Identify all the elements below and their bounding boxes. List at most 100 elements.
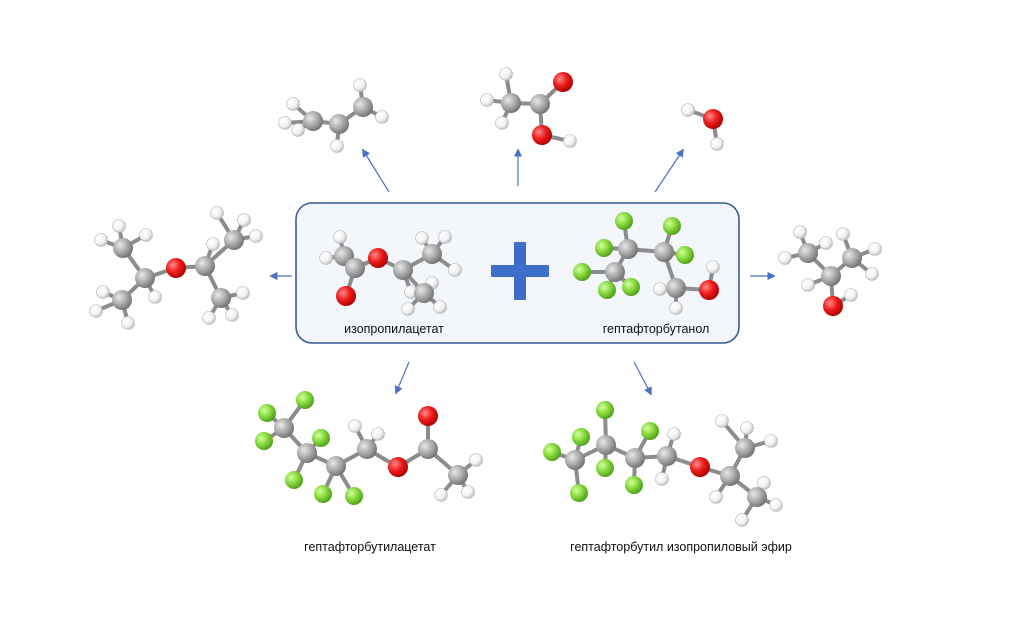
hydrogen-atom <box>706 260 720 274</box>
hydrogen-atom <box>237 213 251 227</box>
hydrogen-atom <box>495 116 509 130</box>
arrow-to-heptafluorobutyl-isopropyl-ether <box>633 361 652 396</box>
hydrogen-atom <box>319 251 333 265</box>
carbon-atom <box>501 93 521 113</box>
reaction-arrows <box>269 148 776 396</box>
hydrogen-atom <box>499 67 513 81</box>
fluorine-atom <box>622 278 640 296</box>
carbon-atom <box>666 278 686 298</box>
carbon-atom <box>357 439 377 459</box>
propene-molecule <box>278 78 389 153</box>
fluorine-atom <box>676 246 694 264</box>
fluorine-atom <box>543 443 561 461</box>
product-bottom-left-label: гептафторбутилацетат <box>304 540 436 554</box>
carbon-atom <box>329 114 349 134</box>
hydrogen-atom <box>333 230 347 244</box>
carbon-atom <box>625 448 645 468</box>
fluorine-atom <box>285 471 303 489</box>
hydrogen-atom <box>793 225 807 239</box>
carbon-atom <box>135 268 155 288</box>
oxygen-atom <box>553 72 573 92</box>
hydrogen-atom <box>401 302 415 316</box>
reactant-1-label: изопропилацетат <box>344 322 444 336</box>
carbon-atom <box>274 418 294 438</box>
carbon-atom <box>605 262 625 282</box>
fluorine-atom <box>663 217 681 235</box>
carbon-atom <box>422 244 442 264</box>
fluorine-atom <box>255 432 273 450</box>
diisopropyl-ether-molecule <box>89 206 263 330</box>
fluorine-atom <box>258 404 276 422</box>
carbon-atom <box>798 243 818 263</box>
hydrogen-atom <box>206 237 220 251</box>
hydrogen-atom <box>735 513 749 527</box>
carbon-atom <box>112 290 132 310</box>
oxygen-atom <box>418 406 438 426</box>
oxygen-atom <box>166 258 186 278</box>
carbon-atom <box>747 487 767 507</box>
fluorine-atom <box>598 281 616 299</box>
carbon-atom <box>414 283 434 303</box>
fluorine-atom <box>641 422 659 440</box>
fluorine-atom <box>625 476 643 494</box>
hydrogen-atom <box>236 286 250 300</box>
oxygen-atom <box>690 457 710 477</box>
fluorine-atom <box>572 428 590 446</box>
fluorine-atom <box>615 212 633 230</box>
hydrogen-atom <box>667 427 681 441</box>
fluorine-atom <box>312 429 330 447</box>
hydrogen-atom <box>819 236 833 250</box>
hydrogen-atom <box>94 233 108 247</box>
carbon-atom <box>345 258 365 278</box>
hydrogen-atom <box>740 421 754 435</box>
carbon-atom <box>297 443 317 463</box>
carbon-atom <box>393 260 413 280</box>
hydrogen-atom <box>801 278 815 292</box>
hydrogen-atom <box>865 267 879 281</box>
reactant-2-label: гептафторбутанол <box>602 322 710 336</box>
molecules <box>89 67 882 527</box>
carbon-atom <box>224 230 244 250</box>
heptafluorobutyl-acetate-molecule <box>255 391 483 505</box>
hydrogen-atom <box>139 228 153 242</box>
hydrogen-atom <box>375 110 389 124</box>
oxygen-atom <box>368 248 388 268</box>
hydrogen-atom <box>868 242 882 256</box>
isopropyl-acetate-molecule <box>319 230 462 316</box>
hydrogen-atom <box>844 288 858 302</box>
isopropanol-molecule <box>778 225 882 316</box>
hydrogen-atom <box>348 419 362 433</box>
hydrogen-atom <box>148 290 162 304</box>
hydrogen-atom <box>202 311 216 325</box>
carbon-atom <box>565 450 585 470</box>
hydrogen-atom <box>89 304 103 318</box>
fluorine-atom <box>314 485 332 503</box>
hydrogen-atom <box>764 434 778 448</box>
arrow-to-water <box>654 148 684 193</box>
hydrogen-atom <box>681 103 695 117</box>
hydrogen-atom <box>225 308 239 322</box>
hydrogen-atom <box>778 251 792 265</box>
hydrogen-atom <box>438 230 452 244</box>
carbon-atom <box>303 111 323 131</box>
hydrogen-atom <box>433 300 447 314</box>
heptafluorobutyl-isopropyl-ether-molecule <box>543 401 783 527</box>
oxygen-atom <box>823 296 843 316</box>
hydrogen-atom <box>330 139 344 153</box>
hydrogen-atom <box>563 134 577 148</box>
arrow-to-heptafluorobutyl-acetate <box>394 361 410 395</box>
carbon-atom <box>418 439 438 459</box>
hydrogen-atom <box>291 123 305 137</box>
carbon-atom <box>720 466 740 486</box>
fluorine-atom <box>296 391 314 409</box>
plus-sign <box>491 242 549 300</box>
carbon-atom <box>448 465 468 485</box>
hydrogen-atom <box>96 285 110 299</box>
fluorine-atom <box>573 263 591 281</box>
hydrogen-atom <box>249 229 263 243</box>
oxygen-atom <box>703 109 723 129</box>
water-molecule <box>681 103 724 151</box>
hydrogen-atom <box>121 316 135 330</box>
hydrogen-atom <box>757 476 771 490</box>
fluorine-atom <box>595 239 613 257</box>
